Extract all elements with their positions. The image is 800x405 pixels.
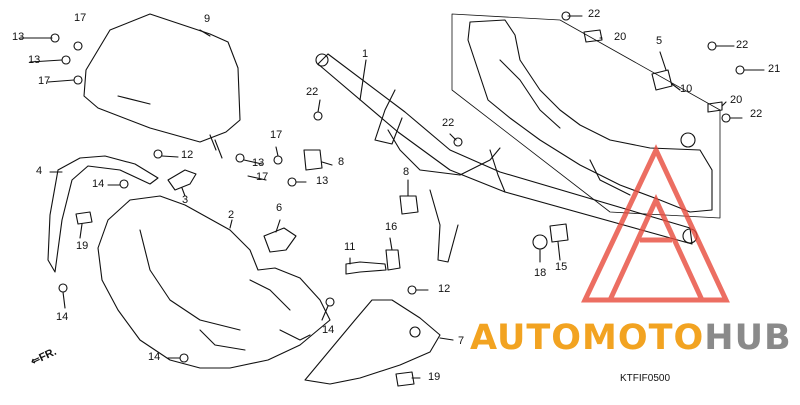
callout-20b: 20 [730, 94, 743, 106]
callout-17c: 17 [270, 129, 283, 141]
callout-14a: 14 [92, 178, 105, 190]
callout-14d: 14 [148, 351, 161, 363]
clip-19-upper [75, 211, 93, 225]
callout-13d: 13 [316, 175, 329, 187]
lower-cover-part-2 [97, 195, 331, 369]
bolt-11 [345, 261, 387, 275]
callout-4: 4 [36, 165, 43, 177]
callout-17b: 17 [38, 75, 51, 87]
drawing-code: KTFIF0500 [620, 373, 671, 384]
callout-14c: 14 [322, 324, 335, 336]
callout-13a: 13 [12, 31, 25, 43]
clip-20-upper [583, 29, 603, 43]
watermark-text: AUTOMOTOHUB [470, 318, 792, 358]
callout-12b: 12 [438, 283, 451, 295]
callout-12a: 12 [181, 149, 194, 161]
callout-17d: 17 [256, 171, 269, 183]
callout-22e: 22 [750, 108, 763, 120]
handlebar-part-1 [317, 53, 693, 245]
callout-6: 6 [276, 202, 283, 214]
callout-19a: 19 [76, 240, 89, 252]
rubber-15 [549, 223, 569, 243]
rubber-16 [385, 249, 401, 271]
front-cover-part-4 [47, 155, 159, 273]
callout-20a: 20 [614, 31, 627, 43]
callout-14b: 14 [56, 311, 69, 323]
callout-8a: 8 [338, 156, 345, 168]
callout-15: 15 [555, 261, 568, 273]
callout-5: 5 [656, 35, 663, 47]
callout-22a: 22 [306, 86, 319, 98]
cap-10 [651, 69, 673, 91]
rear-cover-part-5 [467, 19, 713, 213]
clip-19-lower [395, 371, 415, 387]
callout-17a: 17 [74, 12, 87, 24]
windscreen-part-9 [83, 13, 241, 143]
callout-21: 21 [768, 63, 781, 75]
collar-8-lower [399, 195, 419, 215]
collar-8-upper [303, 149, 323, 171]
watermark-part2: HUB [704, 318, 792, 358]
callout-7: 7 [458, 335, 465, 347]
callout-1: 1 [362, 48, 369, 60]
washer-18 [532, 234, 548, 250]
small-part-3 [167, 169, 197, 191]
callout-10: 10 [680, 83, 693, 95]
callout-22b: 22 [442, 117, 455, 129]
rear-cover-box-part-5 [451, 13, 721, 219]
callout-8b: 8 [403, 166, 410, 178]
callout-3: 3 [182, 194, 189, 206]
callout-2: 2 [228, 209, 235, 221]
small-part-6 [263, 227, 297, 253]
callout-13b: 13 [28, 54, 41, 66]
callout-11: 11 [344, 241, 356, 253]
callout-16: 16 [385, 221, 398, 233]
watermark-logo [581, 144, 730, 303]
callout-22d: 22 [736, 39, 749, 51]
callout-18: 18 [534, 267, 547, 279]
callout-13c: 13 [252, 157, 265, 169]
callout-19b: 19 [428, 371, 441, 383]
clip-20-lower [707, 101, 723, 113]
callout-9: 9 [204, 13, 211, 25]
callout-22c: 22 [588, 8, 601, 20]
cover-part-7 [304, 299, 441, 385]
watermark-part1: AUTOMOTO [470, 318, 705, 358]
